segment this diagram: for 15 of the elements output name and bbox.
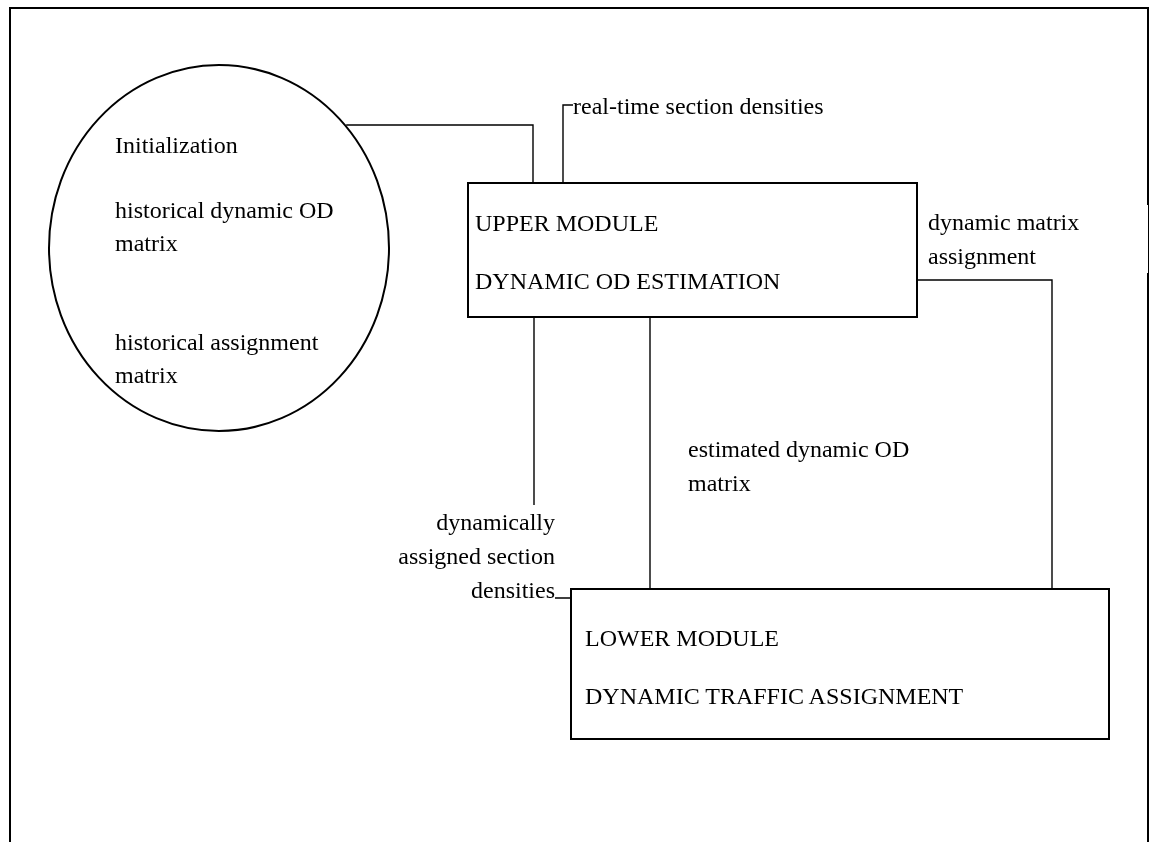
- edge-label: dynamic matrix assignment: [928, 205, 1148, 273]
- process-box: [467, 182, 918, 318]
- process-box: [570, 588, 1110, 740]
- connector-line: [917, 279, 1053, 589]
- connector-line: [562, 104, 574, 183]
- module-title: UPPER MODULE: [475, 209, 660, 238]
- node-text: DYNAMIC OD ESTIMATION: [475, 267, 782, 296]
- module-title: LOWER MODULE: [585, 624, 780, 653]
- node-text: Initialization: [115, 131, 239, 160]
- node-text: historical dynamic OD matrix: [115, 196, 335, 258]
- connector-line: [345, 124, 534, 183]
- node-text: historical assignment matrix: [115, 328, 320, 390]
- node-text: DYNAMIC TRAFFIC ASSIGNMENT: [585, 682, 965, 711]
- connector-line: [649, 317, 651, 589]
- input-label: real-time section densities: [573, 90, 913, 126]
